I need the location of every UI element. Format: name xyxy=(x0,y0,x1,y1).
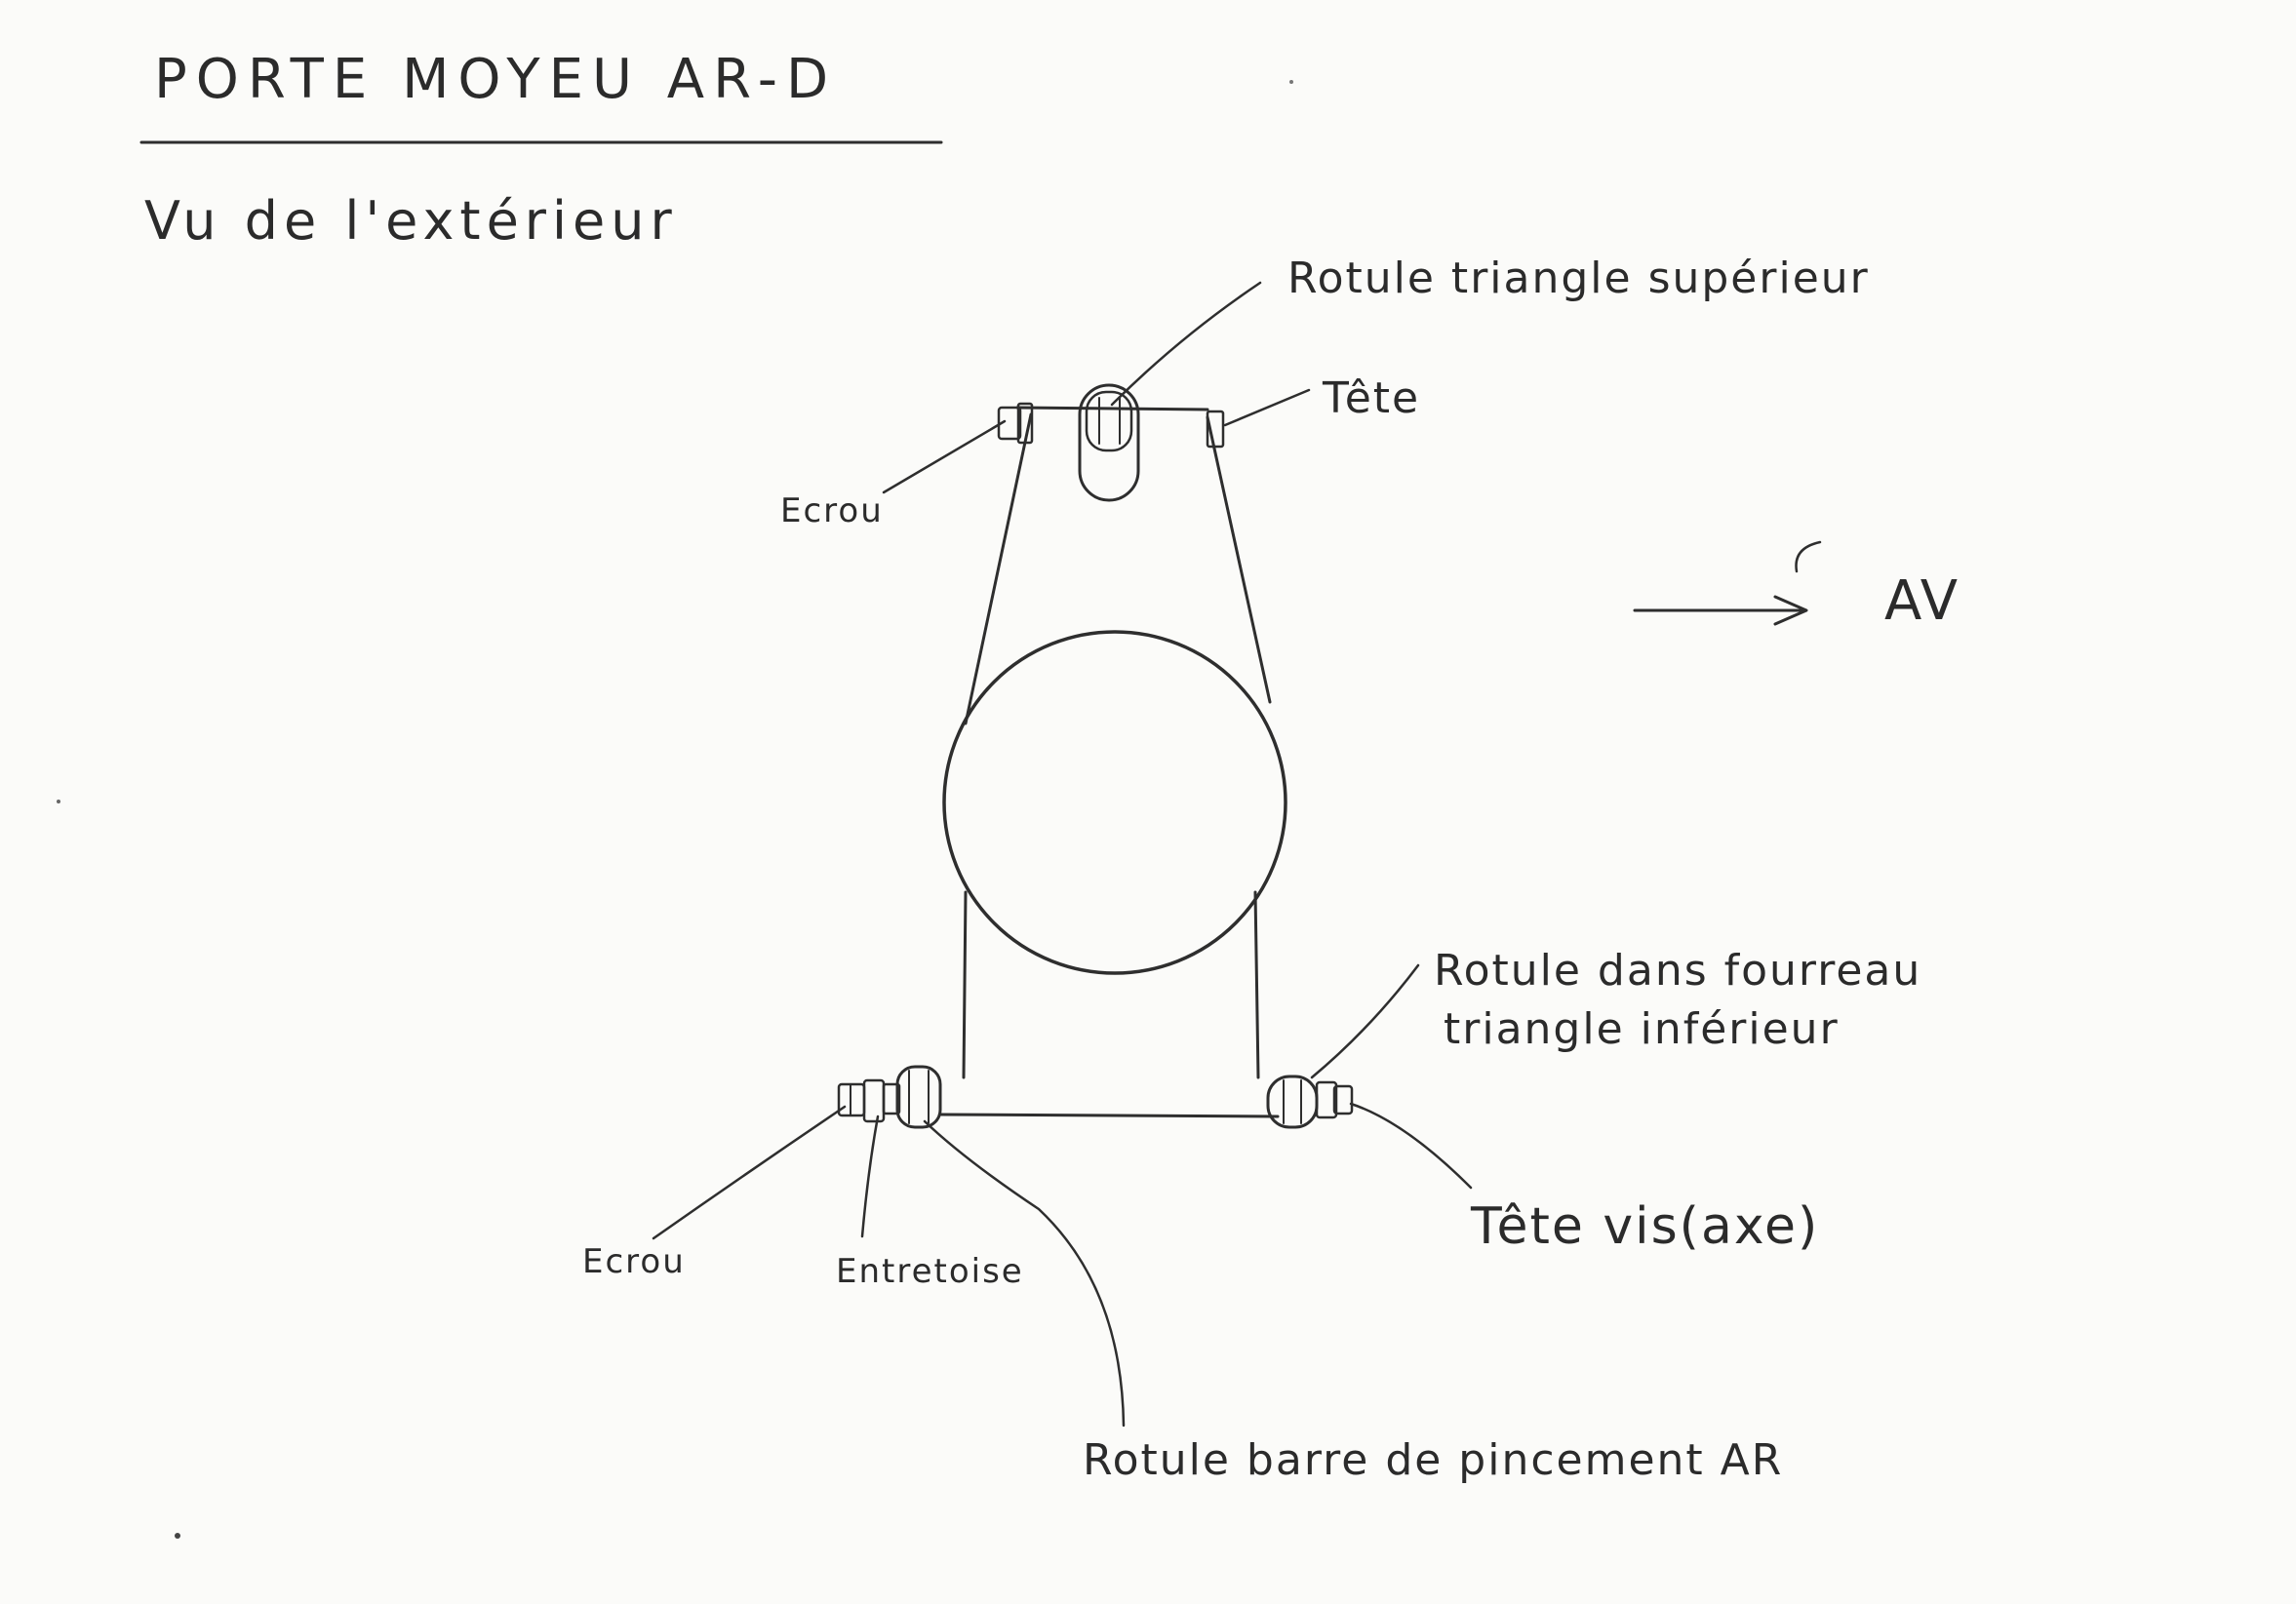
pencil-mark xyxy=(1795,540,1822,573)
label-spacer: Entretoise xyxy=(836,1252,1024,1291)
pencil-speck xyxy=(175,1533,180,1539)
label-lower-screw-head: Tête vis(axe) xyxy=(1470,1197,1819,1256)
label-lower-ball-joint-line1: Rotule dans fourreau xyxy=(1434,946,1921,996)
leader-upper-head xyxy=(1223,388,1311,427)
leader-upper-nut xyxy=(882,419,1007,494)
upper-head-icon xyxy=(1206,410,1225,449)
lower-screw-head-icon xyxy=(1315,1080,1354,1119)
drawing-title: PORTE MOYEU AR-D xyxy=(154,48,837,111)
pencil-speck xyxy=(57,800,60,803)
lower-nut-icon xyxy=(837,1082,866,1117)
upper-ball-joint-icon xyxy=(1078,383,1140,502)
lower-ball-joint-icon xyxy=(1266,1075,1319,1129)
label-lower-ball-joint-line2: triangle inférieur xyxy=(1444,1004,1840,1054)
upper-nut-icon xyxy=(997,402,1034,445)
label-lower-nut: Ecrou xyxy=(582,1242,686,1281)
spacer-icon xyxy=(862,1078,886,1123)
leader-spacer xyxy=(860,1115,880,1238)
forward-arrow-icon xyxy=(1633,595,1808,626)
pencil-speck xyxy=(1289,80,1293,84)
leader-lower-screw-head xyxy=(1349,1102,1473,1190)
leader-upper-ball-joint xyxy=(1110,281,1262,407)
toe-rod-joint-icon xyxy=(882,1065,942,1129)
label-upper-ball-joint: Rotule triangle supérieur xyxy=(1287,254,1870,303)
label-toe-rod-joint: Rotule barre de pincement AR xyxy=(1083,1435,1783,1485)
leader-toe-rod-joint xyxy=(923,1119,1126,1428)
drawing-subtitle: Vu de l'extérieur xyxy=(144,190,678,252)
hub-bore-circle xyxy=(942,630,1287,975)
leader-lower-nut xyxy=(652,1105,847,1240)
direction-label: AV xyxy=(1884,569,1960,633)
leader-lower-ball-joint xyxy=(1310,963,1420,1079)
label-upper-nut: Ecrou xyxy=(780,491,884,530)
hub-carrier-body xyxy=(939,406,1280,1118)
label-upper-head: Tête xyxy=(1322,373,1420,423)
